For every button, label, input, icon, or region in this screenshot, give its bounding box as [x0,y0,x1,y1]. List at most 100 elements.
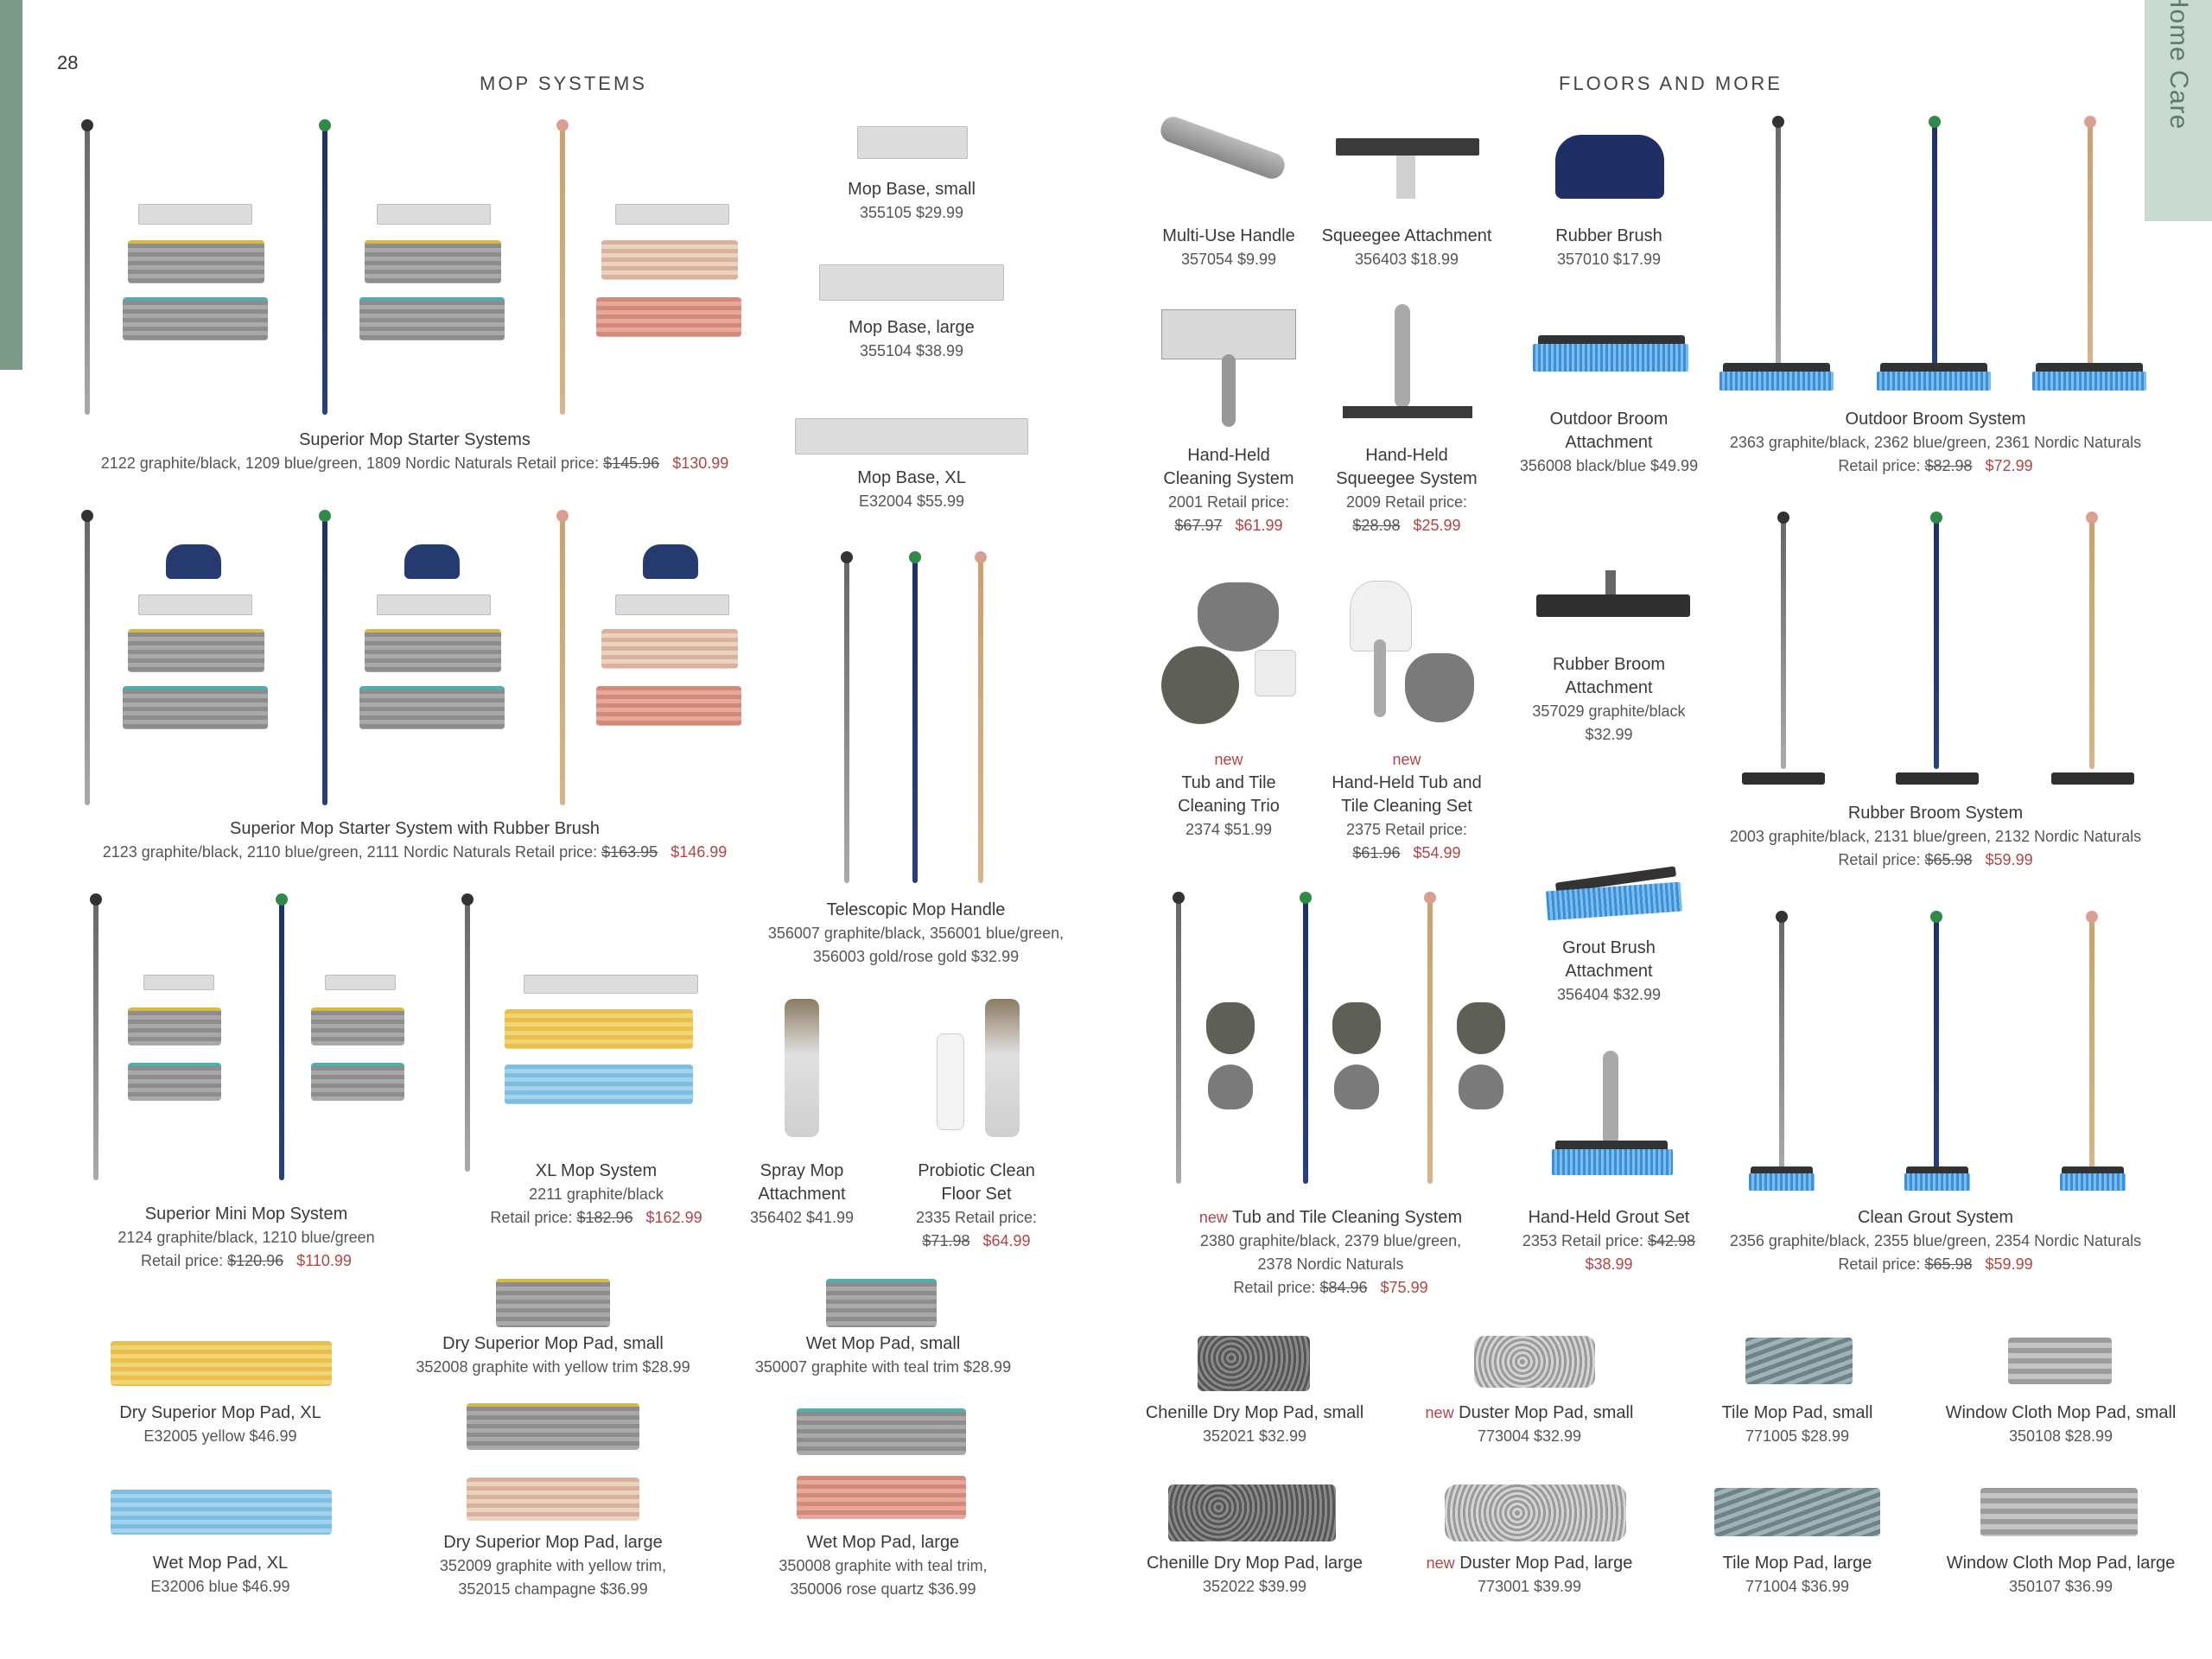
product-name: Superior Mop Starter System with Rubber … [230,819,600,838]
section-heading-floors: FLOORS AND MORE [1559,73,1783,94]
product-sku: 350108 $28.99 [2008,1427,2113,1445]
product-line: 357029 graphite/black [1532,702,1686,720]
new-badge: new [1214,751,1243,768]
product-grout-set: Hand-Held Grout Set 2353 Retail price: $… [1514,1206,1704,1276]
product-line: 2001 Retail price: [1167,493,1290,511]
product-name-2: Floor Set [941,1185,1012,1204]
wet-xl-pad-image [111,1490,332,1535]
old-price: $82.98 [1924,457,1973,474]
product-name: Rubber Broom [1552,655,1666,674]
product-sku: 771005 $28.99 [1745,1427,1850,1445]
product-probiotic: Probiotic Clean Floor Set 2335 Retail pr… [899,1160,1054,1253]
product-tub-trio: new Tub and Tile Cleaning Trio 2374 $51.… [1142,748,1315,842]
product-line: 2378 Nordic Naturals [1257,1255,1404,1273]
product-name-2: Attachment [1565,962,1653,981]
product-sku: 352022 $39.99 [1202,1578,1307,1595]
product-sku: 773004 $32.99 [1477,1427,1582,1445]
old-price: $65.98 [1924,851,1973,868]
product-sku: E32004 $55.99 [858,493,965,510]
old-price: $145.96 [603,454,660,472]
old-price: $182.96 [576,1209,633,1226]
product-sku: 356008 black/blue $49.99 [1519,457,1699,474]
product-name: Chenille Dry Mop Pad, large [1146,1554,1363,1573]
sale-price: $54.99 [1413,844,1461,861]
product-name: Tub and Tile [1181,773,1276,792]
product-dry-large: Dry Superior Mop Pad, large 352009 graph… [415,1531,691,1601]
product-name: Rubber Brush [1555,226,1662,245]
left-accent-bar [0,0,22,370]
product-line: 2211 graphite/black [529,1185,664,1203]
sale-price: $110.99 [296,1252,352,1269]
tile-large-pad-image [1714,1488,1880,1536]
product-grout-att: Grout Brush Attachment 356404 $32.99 [1514,937,1704,1007]
product-name: Multi-Use Handle [1162,226,1295,245]
tile-small-pad-image [1745,1338,1853,1384]
product-name: Window Cloth Mop Pad, small [1945,1403,2177,1422]
product-name: Duster Mop Pad, large [1459,1554,1633,1573]
product-name: Spray Mop [760,1161,844,1180]
product-rubber-broom-att: Rubber Broom Attachment 357029 graphite/… [1514,653,1704,747]
dry-xl-pad-image [111,1341,332,1386]
product-duster-large: new Duster Mop Pad, large 773001 $39.99 [1417,1552,1642,1599]
product-line: 2003 graphite/black, 2131 blue/green, 21… [1729,828,2142,845]
product-dry-small: Dry Superior Mop Pad, small 352008 graph… [415,1332,691,1379]
product-mini-mop: Superior Mini Mop System 2124 graphite/b… [78,1203,415,1273]
product-xl-mop: XL Mop System 2211 graphite/black Retail… [484,1160,709,1230]
sale-price: $75.99 [1380,1279,1428,1296]
product-tub-system: new Tub and Tile Cleaning System 2380 gr… [1175,1206,1486,1300]
product-outdoor-att: Outdoor Broom Attachment 356008 black/bl… [1514,408,1704,478]
section-tab[interactable]: Home Care [2145,0,2212,221]
product-sku: E32005 yellow $46.99 [143,1427,297,1445]
product-sku: 356404 $32.99 [1556,986,1662,1003]
product-name: Hand-Held [1365,446,1448,465]
product-line: 2123 graphite/black, 2110 blue/green, 21… [102,843,598,861]
old-price: $28.98 [1352,517,1401,534]
sale-price: $72.99 [1985,457,2033,474]
retail-label: Retail price: [141,1252,224,1269]
product-window-small: Window Cloth Mop Pad, small 350108 $28.9… [1936,1402,2186,1448]
product-name: Dry Superior Mop Pad, small [442,1334,664,1353]
window-small-pad-image [2008,1338,2112,1384]
probiotic-applicator-image [985,999,1020,1137]
product-line: 356007 graphite/black, 356001 blue/green… [767,925,1065,942]
retail-label: Retail price: [1838,1255,1921,1273]
sale-price: $59.99 [1985,851,2033,868]
product-line: 2356 graphite/black, 2355 blue/green, 23… [1729,1232,2142,1249]
product-name: Dry Superior Mop Pad, XL [119,1403,321,1422]
squeegee-neck-image [1396,156,1415,199]
product-name: Clean Grout System [1857,1208,2014,1227]
product-handheld-cleaning: Hand-Held Cleaning System 2001 Retail pr… [1142,444,1315,537]
new-badge: new [1426,1554,1455,1572]
hand-held-cleaning-image [1161,309,1296,359]
product-wet-small: Wet Mop Pad, small 350007 graphite with … [745,1332,1021,1379]
product-name: Hand-Held Tub and [1332,773,1482,792]
squeegee-attachment-image [1336,138,1479,156]
product-sku: 2374 $51.99 [1185,821,1273,838]
product-name: Wet Mop Pad, XL [152,1554,289,1573]
product-chenille-small: Chenille Dry Mop Pad, small 352021 $32.9… [1142,1402,1367,1448]
product-line: 2124 graphite/black, 1210 blue/green [118,1229,375,1246]
product-name: Window Cloth Mop Pad, large [1946,1554,2176,1573]
retail-label: Retail price: [1233,1279,1316,1296]
product-name-2: Tile Cleaning Set [1341,797,1472,816]
product-wet-xl: Wet Mop Pad, XL E32006 blue $46.99 [86,1552,354,1599]
product-name: Hand-Held Grout Set [1528,1208,1690,1227]
product-line: 352009 graphite with yellow trim, [439,1557,667,1574]
product-name: Rubber Broom System [1847,804,2024,823]
page-number: 28 [57,52,79,73]
old-price: $42.98 [1648,1232,1696,1249]
product-sku: 771004 $36.99 [1745,1578,1850,1595]
new-badge: new [1198,1209,1228,1226]
product-name: Duster Mop Pad, small [1459,1403,1634,1422]
product-sku: 357054 $9.99 [1180,251,1277,268]
product-name: Outdoor Broom [1549,410,1669,429]
dry-small-pad-image [496,1279,610,1327]
product-sku: 357010 $17.99 [1556,251,1662,268]
product-handheld-squeegee: Hand-Held Squeegee System 2009 Retail pr… [1312,444,1502,537]
hand-held-cleaning-handle [1222,354,1236,427]
product-tile-large: Tile Mop Pad, large 771004 $36.99 [1694,1552,1901,1599]
old-price: $120.96 [227,1252,284,1269]
product-name: Dry Superior Mop Pad, large [443,1533,663,1552]
product-name: Mop Base, XL [857,468,966,487]
new-badge: new [1392,751,1421,768]
